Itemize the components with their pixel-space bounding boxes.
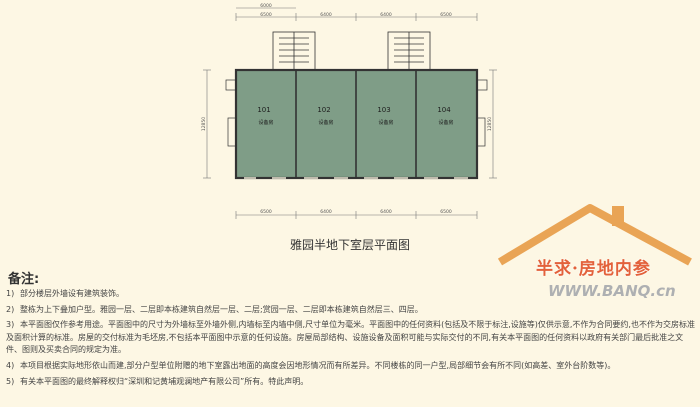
bottom-dim-2: 6400: [320, 209, 332, 215]
top-dimension-line: [235, 7, 478, 21]
stair-well-left: [272, 31, 316, 71]
partition-walls: [295, 70, 417, 178]
unit-label: 设备房: [378, 119, 393, 126]
top-dim-3: 6400: [380, 12, 392, 18]
right-dim: 12850: [487, 117, 493, 131]
bottom-dim-1: 6500: [260, 209, 272, 215]
unit-number: 102: [317, 106, 330, 114]
unit-number: 103: [377, 106, 390, 114]
note-item: 1)部分楼层外墙设有建筑装饰。: [6, 289, 124, 298]
note-item: 4)本项目根据实际地形依山而建,部分户型单位附赠的地下室露出地面的高度会因地形情…: [6, 360, 616, 370]
left-dimension-line: [203, 69, 211, 179]
top-dim-1: 6500: [260, 12, 272, 18]
unit-room-101: [236, 70, 297, 178]
stair-well-right: [387, 31, 431, 71]
note-item: 3)本平面图仅作参考用途。平面图中的尺寸为外墙标至外墙外侧,内墙标至内墙中侧,尺…: [6, 320, 695, 355]
bottom-dim-3: 6400: [380, 209, 392, 215]
note-item: 5)有关本平面图的最终解释权归“深圳和记黄埔观澜地产有限公司”所有。特此声明。: [6, 376, 309, 386]
plan-caption: 雅园半地下室层平面图: [289, 238, 410, 252]
watermark-house-icon: [497, 204, 692, 306]
watermark-url: WWW.BANQ.cn: [548, 282, 676, 300]
unit-room-103: [356, 70, 417, 178]
top-dim-4: 6500: [440, 12, 452, 18]
unit-label: 设备房: [258, 119, 273, 126]
bottom-dimension-line: [235, 211, 478, 219]
notes-list: 1)部分楼层外墙设有建筑装饰。 2)整栋为上下叠加户型。雅园一层、二层即本栋建筑…: [6, 288, 696, 391]
right-dimension-line: [489, 69, 497, 179]
unit-label: 设备房: [318, 119, 333, 126]
unit-room-102: [296, 70, 357, 178]
side-features: [225, 79, 488, 147]
bottom-dim-4: 6500: [440, 209, 452, 215]
top-total-dim: 6000: [260, 3, 272, 9]
top-dim-2: 6400: [320, 12, 332, 18]
unit-number: 104: [437, 106, 451, 114]
unit-label: 设备房: [438, 119, 453, 126]
units-group: 101 设备房 102 设备房 103 设备房 104 设备房: [236, 70, 477, 178]
notes-title: 备注:: [8, 272, 40, 287]
note-item: 2)整栋为上下叠加户型。雅园一层、二层即本栋建筑自然层一层、二层;赏园一层、二层…: [6, 304, 423, 314]
watermark-text: 半求·房地内参: [536, 259, 651, 279]
unit-room-104: [416, 70, 477, 178]
left-dim: 12850: [201, 117, 207, 131]
unit-number: 101: [257, 106, 270, 114]
